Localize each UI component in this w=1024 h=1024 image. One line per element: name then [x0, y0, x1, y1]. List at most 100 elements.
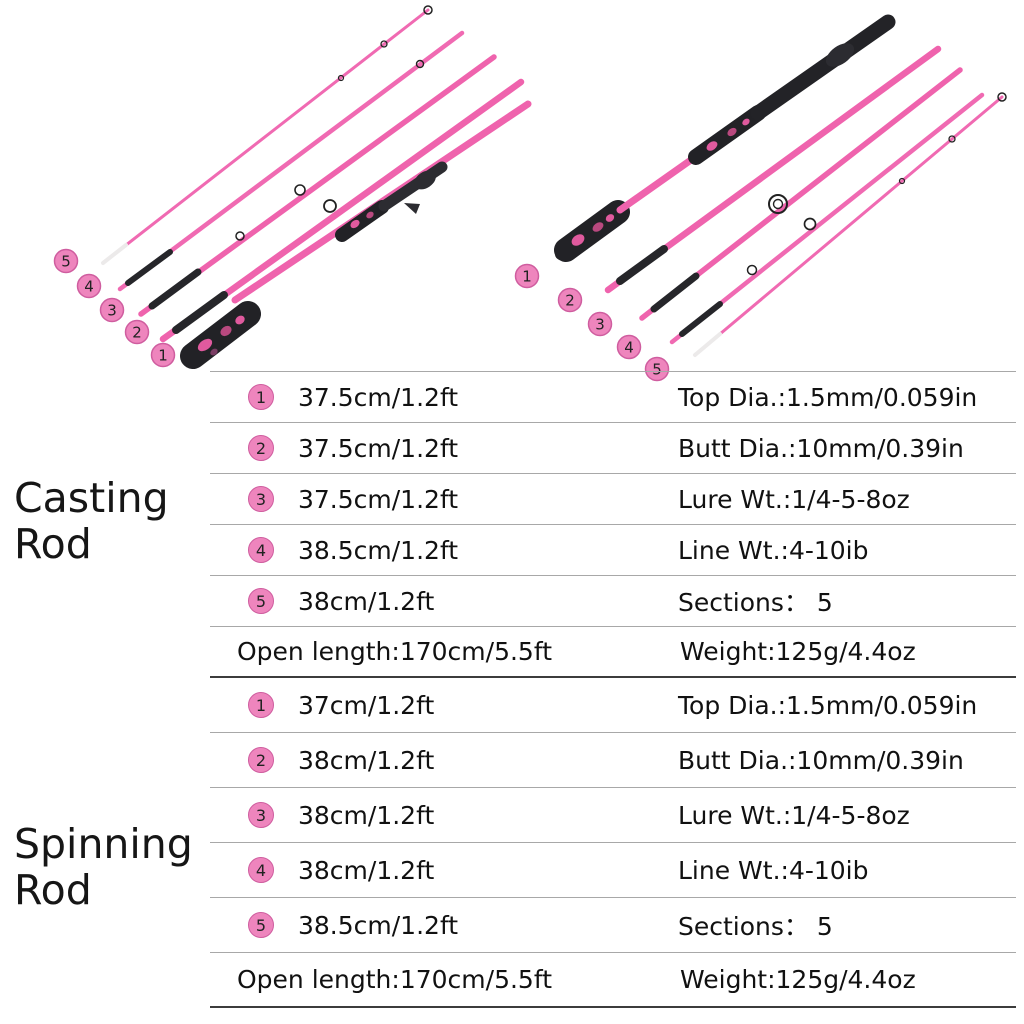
section-number-badge: 1: [150, 342, 176, 368]
section-number-badge: 5: [644, 356, 670, 382]
rod-guide-icon: [415, 59, 425, 69]
spec-row: 1 37cm/1.2ft Top Dia.:1.5mm/0.059in: [210, 678, 1016, 733]
rod-section-5: [693, 92, 1007, 357]
spec-value: Line Wt.:4-10ib: [678, 855, 869, 885]
section-length: 38.5cm/1.2ft: [298, 910, 459, 940]
rod-guide-icon: [294, 184, 306, 196]
section-length: 38cm/1.2ft: [298, 855, 435, 885]
svg-text:3: 3: [595, 316, 605, 334]
rod-guide-icon: [235, 231, 245, 241]
section-number-badge: 1: [248, 384, 274, 410]
section-number-badge: 4: [616, 334, 642, 360]
spinning-spec-table: 1 37cm/1.2ft Top Dia.:1.5mm/0.059in 2 38…: [210, 678, 1016, 1008]
spec-value: Lure Wt.:1/4-5-8oz: [678, 484, 910, 514]
rod-guide-icon: [337, 74, 345, 82]
spec-row: 5 38cm/1.2ft Sections： 5: [210, 576, 1016, 627]
rod-section-1-handle: [554, 14, 896, 262]
section-length: 37.5cm/1.2ft: [298, 433, 459, 463]
spinning-rod-image: 1 2 3 4 5: [514, 14, 1007, 382]
spec-value: Top Dia.:1.5mm/0.059in: [678, 382, 978, 412]
section-number-badge: 4: [248, 857, 274, 883]
svg-text:2: 2: [565, 292, 575, 310]
section-length: 38cm/1.2ft: [298, 586, 435, 616]
section-length: 37.5cm/1.2ft: [298, 484, 459, 514]
section-number-badge: 4: [76, 273, 102, 299]
section-length: 38cm/1.2ft: [298, 745, 435, 775]
rod-guide-icon: [423, 5, 433, 15]
rod-guide-icon: [772, 198, 784, 210]
casting-spec-table: 1 37.5cm/1.2ft Top Dia.:1.5mm/0.059in 2 …: [210, 371, 1016, 678]
section-number-badge: 2: [248, 747, 274, 773]
svg-text:4: 4: [84, 278, 94, 296]
section-number-badge: 3: [99, 297, 125, 323]
rod-guide-icon: [948, 135, 956, 143]
spec-summary-row: Open length:170cm/5.5ft Weight:125g/4.4o…: [210, 953, 1016, 1008]
spec-value: Butt Dia.:10mm/0.39in: [678, 433, 964, 463]
svg-text:3: 3: [107, 302, 117, 320]
rod-guide-icon: [997, 92, 1007, 102]
spec-row: 2 37.5cm/1.2ft Butt Dia.:10mm/0.39in: [210, 423, 1016, 474]
section-number-badge: 2: [557, 287, 583, 313]
spec-value: Line Wt.:4-10ib: [678, 535, 869, 565]
svg-text:5: 5: [652, 361, 662, 379]
section-number-badge: 2: [248, 435, 274, 461]
section-length: 37cm/1.2ft: [298, 690, 435, 720]
section-number-badge: 3: [248, 802, 274, 828]
weight-value: Weight:125g/4.4oz: [680, 637, 916, 666]
open-length-value: Open length:170cm/5.5ft: [237, 637, 552, 666]
rod-section-1-handle: [180, 100, 532, 369]
rod-guide-icon: [898, 177, 906, 185]
spec-row: 4 38cm/1.2ft Line Wt.:4-10ib: [210, 843, 1016, 898]
spec-value: Lure Wt.:1/4-5-8oz: [678, 800, 910, 830]
spec-value: Sections： 5: [678, 588, 833, 617]
casting-rod-label: Casting Rod: [14, 474, 169, 568]
spec-summary-row: Open length:170cm/5.5ft Weight:125g/4.4o…: [210, 627, 1016, 678]
spec-row: 2 38cm/1.2ft Butt Dia.:10mm/0.39in: [210, 733, 1016, 788]
spec-value: Sections： 5: [678, 912, 833, 941]
section-number-badge: 2: [124, 319, 150, 345]
spec-row: 4 38.5cm/1.2ft Line Wt.:4-10ib: [210, 525, 1016, 576]
weight-value: Weight:125g/4.4oz: [680, 965, 916, 994]
rod-guide-icon: [746, 264, 758, 276]
rod-section-4: [117, 30, 465, 292]
casting-rod-label-line1: Casting: [14, 474, 169, 522]
svg-text:5: 5: [61, 253, 71, 271]
rod-section-5: [101, 5, 433, 265]
spec-row: 3 37.5cm/1.2ft Lure Wt.:1/4-5-8oz: [210, 474, 1016, 525]
spinning-rod-label: Spinning Rod: [14, 820, 193, 914]
section-number-badge: 5: [248, 912, 274, 938]
svg-text:4: 4: [624, 339, 634, 357]
section-number-badge: 5: [53, 248, 79, 274]
spinning-rod-label-line2: Rod: [14, 865, 92, 914]
rod-section-3: [138, 54, 497, 317]
section-length: 38cm/1.2ft: [298, 800, 435, 830]
spec-row: 1 37.5cm/1.2ft Top Dia.:1.5mm/0.059in: [210, 372, 1016, 423]
casting-rod-label-line2: Rod: [14, 519, 92, 568]
svg-text:1: 1: [158, 347, 168, 365]
rod-guide-icon: [323, 199, 337, 213]
camo-foregrip: [335, 200, 389, 242]
rod-guide-icon: [803, 217, 817, 231]
section-number-badge: 5: [248, 588, 274, 614]
section-number-badge: 1: [248, 692, 274, 718]
svg-text:1: 1: [522, 268, 532, 286]
spinning-rod-label-line1: Spinning: [14, 820, 193, 868]
section-length: 38.5cm/1.2ft: [298, 535, 459, 565]
rod-section-3: [639, 67, 963, 321]
rod-section-2: [159, 78, 525, 343]
casting-rod-image: 5 4 3 2 1: [53, 5, 532, 369]
spec-row: 3 38cm/1.2ft Lure Wt.:1/4-5-8oz: [210, 788, 1016, 843]
trigger-grip: [404, 203, 420, 214]
spec-value: Butt Dia.:10mm/0.39in: [678, 745, 964, 775]
section-length: 37.5cm/1.2ft: [298, 382, 459, 412]
section-number-badge: 4: [248, 537, 274, 563]
section-number-badge: 1: [514, 263, 540, 289]
rod-guide-icon: [768, 194, 788, 214]
svg-text:2: 2: [132, 324, 142, 342]
rod-guide-icon: [380, 40, 388, 48]
spec-value: Top Dia.:1.5mm/0.059in: [678, 690, 978, 720]
rod-section-4: [669, 92, 985, 345]
section-number-badge: 3: [587, 311, 613, 337]
section-number-badge: 3: [248, 486, 274, 512]
